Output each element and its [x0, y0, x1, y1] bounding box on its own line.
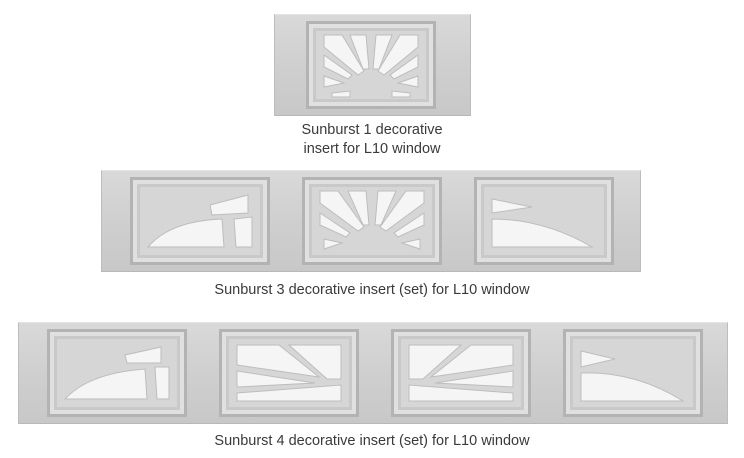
- sunburst-1-caption: Sunburst 1 decorative insert for L10 win…: [0, 121, 744, 159]
- sunburst-3-door-panel: [101, 170, 641, 272]
- sunburst-1-center-insert-icon: [306, 21, 436, 109]
- sunburst-1-caption-line-1: Sunburst 1 decorative: [301, 122, 443, 138]
- sunburst-4-center-left-insert-icon: [219, 329, 359, 417]
- sunburst-4-center-right-insert-icon: [391, 329, 531, 417]
- sunburst-3-right-insert-icon: [474, 177, 614, 265]
- sunburst-4-door-panel: [18, 322, 728, 424]
- sunburst-3-caption: Sunburst 3 decorative insert (set) for L…: [214, 282, 530, 298]
- sunburst-1-door-panel: [274, 14, 471, 116]
- sunburst-3-left-insert-icon: [130, 177, 270, 265]
- sunburst-3-center-insert-icon: [302, 177, 442, 265]
- sunburst-4-left-insert-icon: [47, 329, 187, 417]
- sunburst-4-caption: Sunburst 4 decorative insert (set) for L…: [214, 433, 530, 449]
- sunburst-4-right-insert-icon: [563, 329, 703, 417]
- sunburst-1-caption-line-2: insert for L10 window: [303, 141, 441, 157]
